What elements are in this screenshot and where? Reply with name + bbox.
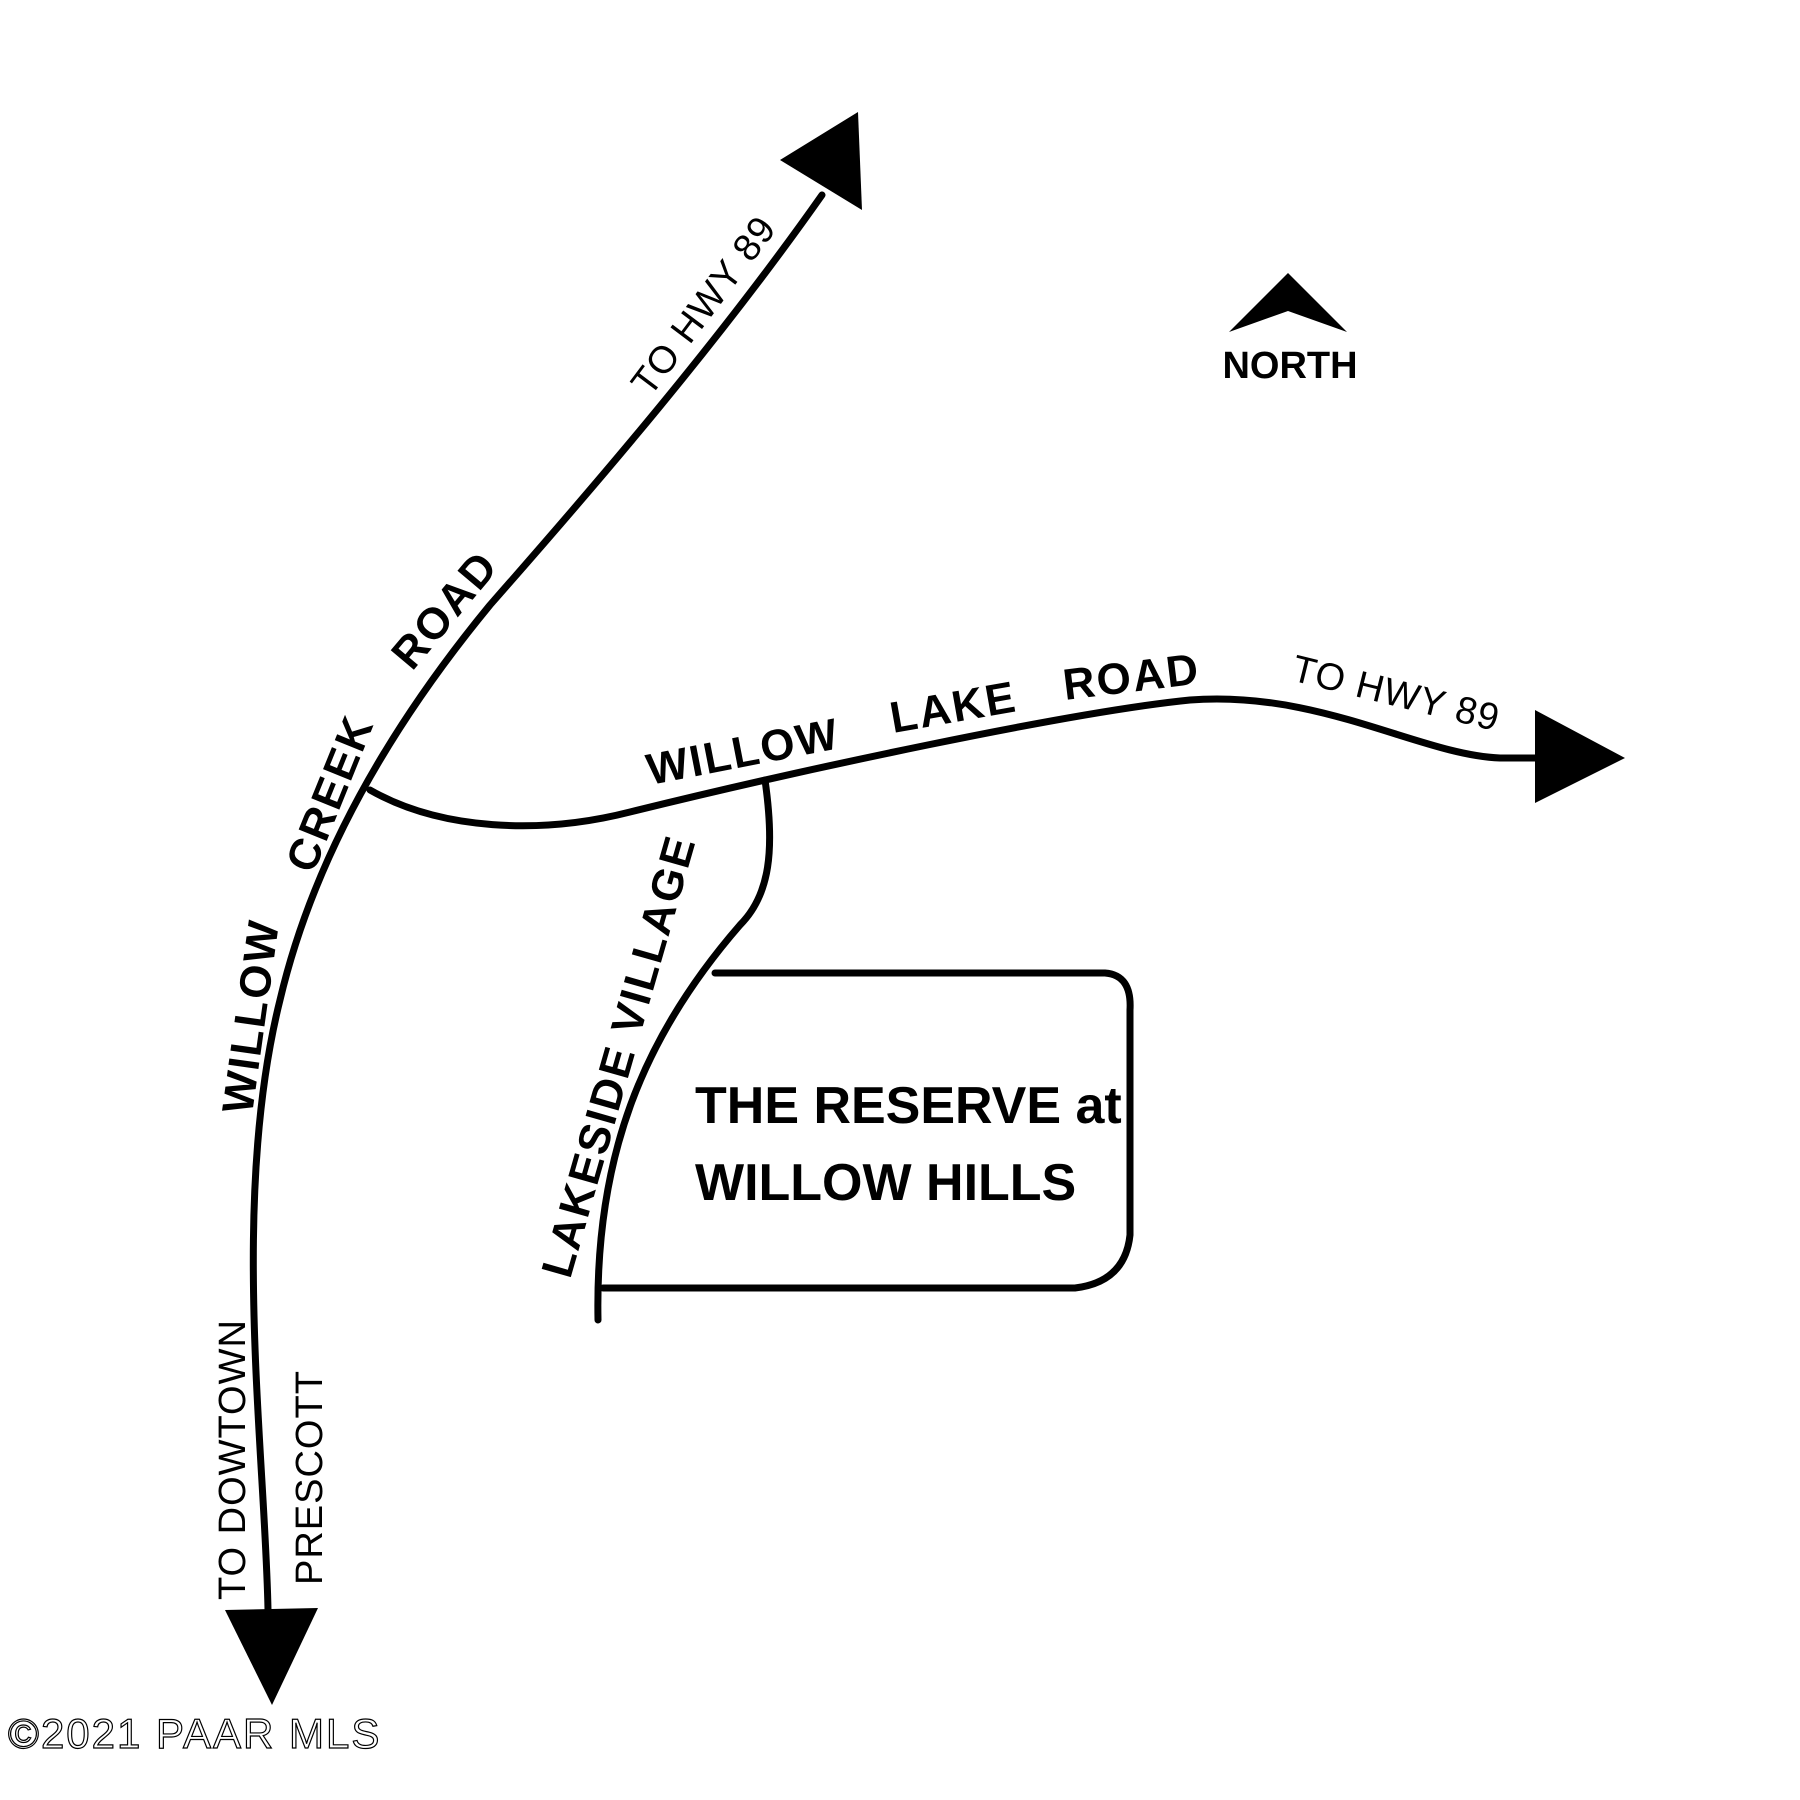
willow-creek-south-destination-line1: TO DOWTOWN bbox=[212, 1319, 254, 1600]
willow-lake-east-destination: TO HWY 89 bbox=[1288, 648, 1504, 740]
willow-creek-road bbox=[225, 112, 862, 1705]
north-arrow-icon bbox=[1229, 273, 1347, 332]
destination-label-line1: THE RESERVE at bbox=[695, 1077, 1122, 1135]
willow-lake-road-line bbox=[366, 695, 1544, 830]
destination-label-line2: WILLOW HILLS bbox=[695, 1154, 1076, 1212]
willow-lake-road bbox=[366, 695, 1625, 830]
north-label: NORTH bbox=[1222, 345, 1357, 387]
willow-creek-south-arrow bbox=[225, 1608, 318, 1705]
willow-creek-label-creek: CREEK bbox=[277, 708, 384, 878]
lakeside-village-road bbox=[594, 776, 774, 1324]
willow-lake-east-arrow bbox=[1535, 710, 1625, 803]
copyright-watermark: ©2021 PAAR MLS bbox=[8, 1710, 381, 1757]
willow-creek-north-destination: TO HWY 89 bbox=[624, 208, 785, 403]
reserve-parcel-boundary bbox=[599, 969, 1134, 1292]
compass: NORTH bbox=[1222, 273, 1358, 387]
willow-creek-road-line bbox=[249, 191, 826, 1614]
willow-creek-south-destination-line2: PRESCOTT bbox=[289, 1370, 331, 1585]
willow-creek-north-arrow bbox=[780, 112, 862, 210]
lakeside-village-label: LAKESIDE VILLAGE bbox=[533, 830, 706, 1283]
